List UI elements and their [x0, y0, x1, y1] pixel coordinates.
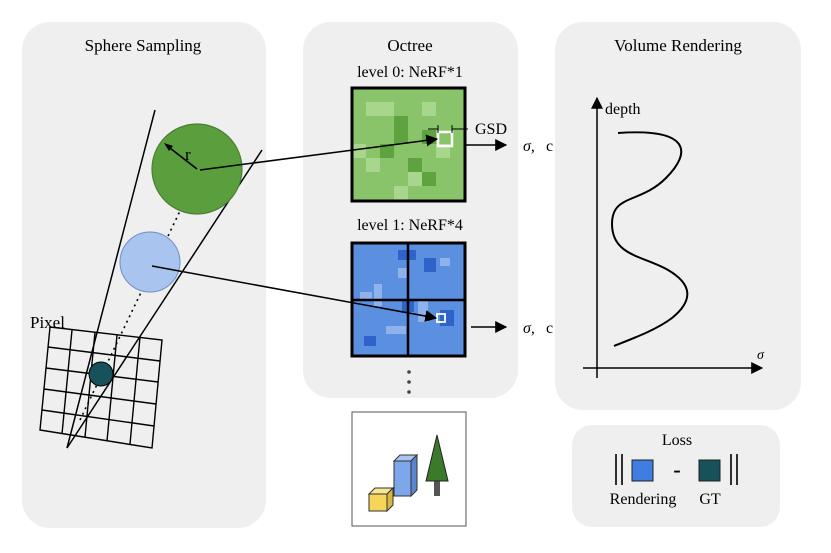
arrow-blue-to-level1 — [151, 265, 438, 322]
octree-level-1-grid — [350, 241, 467, 358]
radius-label: r — [185, 145, 191, 164]
loss-title: Loss — [662, 432, 692, 449]
tree-icon — [425, 434, 449, 496]
radius-line — [165, 144, 198, 170]
more-levels-ellipsis — [407, 370, 411, 394]
gsd-label: GSD — [475, 121, 507, 138]
radius-arrowhead — [164, 143, 173, 151]
blue-box-icon — [392, 453, 419, 498]
arrow-green-to-level0 — [199, 134, 439, 171]
rendering-label: Rendering — [610, 491, 677, 508]
volume-rendering-title: Volume Rendering — [614, 36, 742, 55]
rendering-swatch — [631, 459, 654, 482]
loss-panel — [572, 425, 780, 527]
level0-output-c: c — [546, 138, 553, 155]
pixel-label: Pixel — [30, 313, 65, 332]
sigma-axis-label: σ — [757, 348, 765, 363]
level0-output-sigma: σ, — [523, 138, 535, 155]
depth-axis-label: depth — [605, 101, 641, 118]
blue-sphere — [119, 231, 181, 293]
yellow-cube-icon — [367, 486, 395, 513]
norm-left-bars — [615, 454, 623, 485]
level1-output-c: c — [546, 320, 553, 337]
octree-title: Octree — [387, 36, 432, 55]
loss-minus: - — [673, 457, 680, 482]
cone-left-edge — [66, 109, 156, 449]
volume-rendering-panel — [555, 22, 801, 410]
pixel-sample-dot — [88, 361, 114, 387]
sphere-sampling-title: Sphere Sampling — [85, 36, 202, 55]
octree-level-0-grid — [350, 86, 467, 203]
gt-label: GT — [699, 491, 721, 508]
norm-right-bars — [730, 454, 738, 485]
density-curve — [610, 131, 689, 347]
gt-swatch — [698, 459, 721, 482]
gsd-indicator — [428, 125, 468, 133]
level1-output-sigma: σ, — [523, 320, 535, 337]
level-1-label: level 1: NeRF*4 — [357, 217, 463, 234]
level-0-label: level 0: NeRF*1 — [357, 64, 463, 81]
